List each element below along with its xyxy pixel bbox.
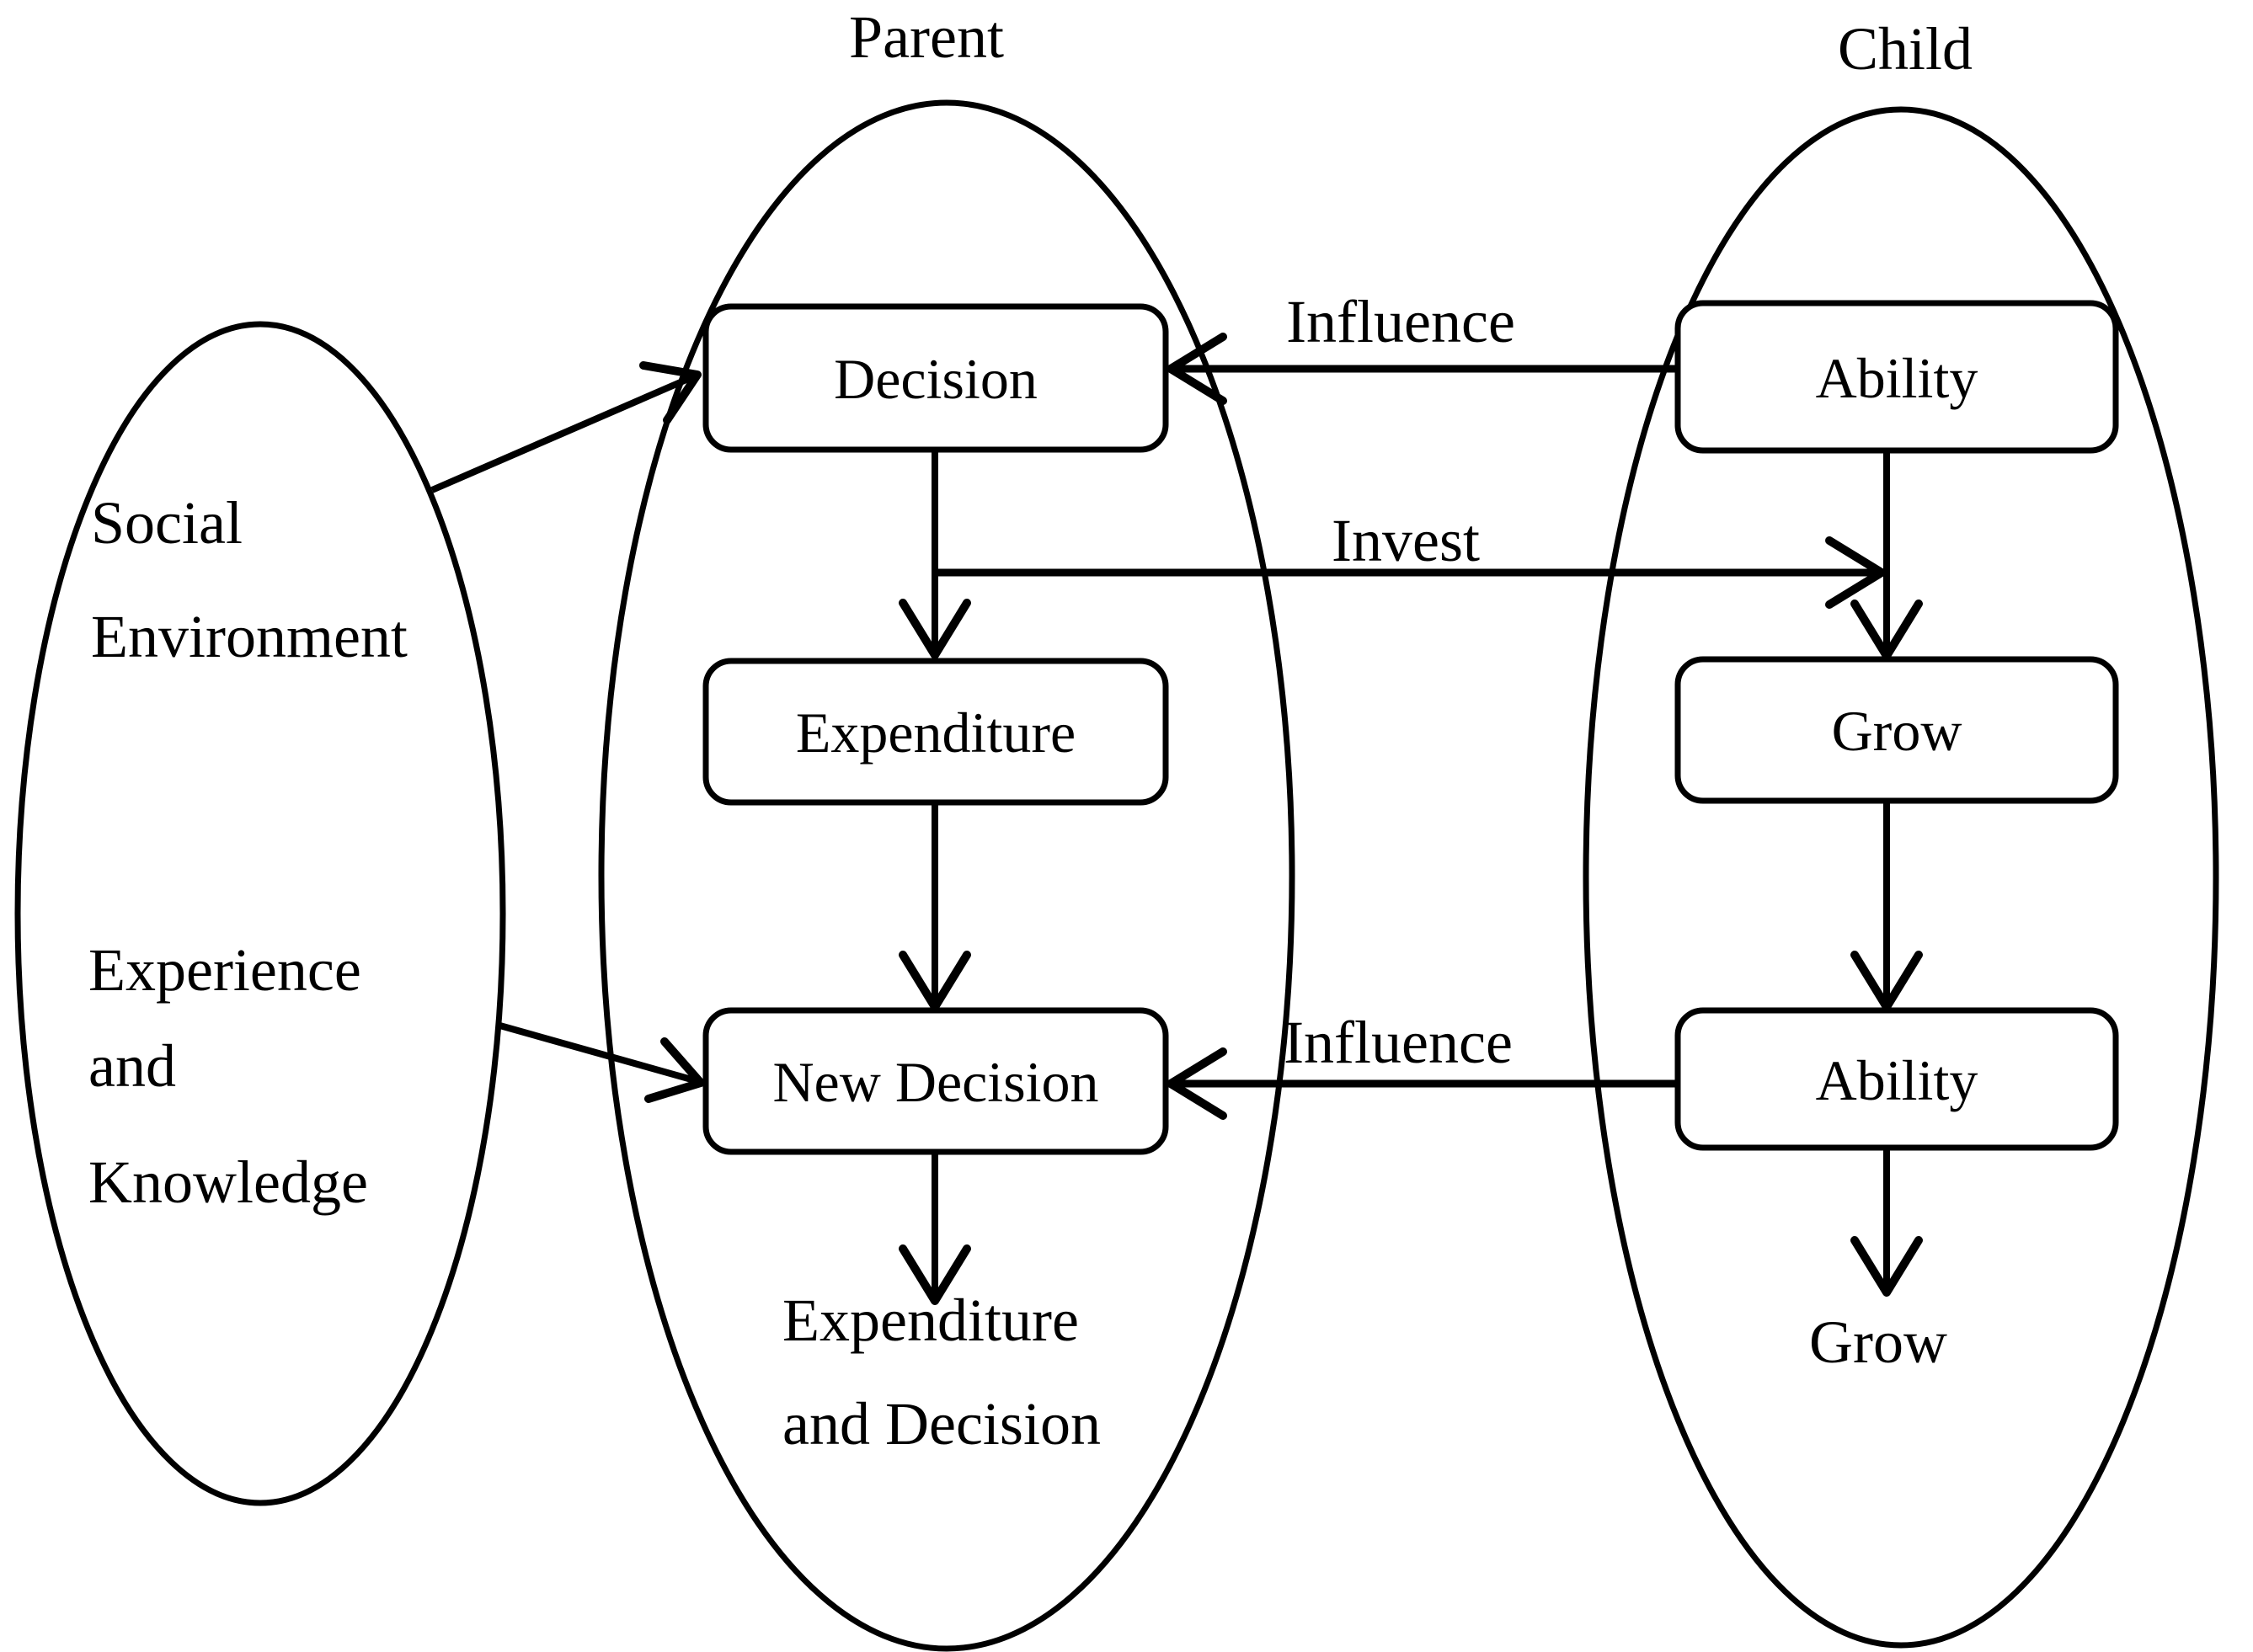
new-decision-to-outcome-arrowhead: [899, 1244, 971, 1305]
decision-box: [702, 303, 1169, 453]
ability-top-label: Ability: [1816, 346, 1978, 410]
grow-box: [1674, 656, 2119, 804]
influence-top-label: Influence: [1286, 288, 1515, 355]
grow-label: Grow: [1832, 699, 1962, 763]
experience-label-line3: Knowledge: [88, 1148, 368, 1216]
grow-text-label: Grow: [1809, 1308, 1947, 1376]
environment-to-decision-arrow: [430, 373, 696, 493]
environment-to-decision-arrowhead: [639, 361, 702, 424]
influence-bottom-label: Influence: [1284, 1009, 1513, 1076]
invest-arrowhead: [1825, 536, 1886, 609]
experience-to-new-decision-arrowhead: [644, 1037, 705, 1103]
experience-label-line1: Experience: [88, 936, 361, 1004]
expenditure-box: [702, 658, 1169, 806]
ability-to-grow-arrowhead: [1850, 600, 1923, 660]
expenditure-to-new-decision-arrowhead: [899, 951, 971, 1011]
ability-bottom-label: Ability: [1816, 1048, 1978, 1112]
new-decision-box: [702, 1007, 1169, 1155]
social-environment-label-line2: Environment: [91, 603, 408, 670]
child-ellipse: [1583, 106, 2219, 1649]
parent-ellipse: [598, 99, 1295, 1652]
expenditure-label: Expenditure: [796, 701, 1076, 765]
grow-to-ability-arrowhead: [1850, 951, 1923, 1011]
social-environment-ellipse: [14, 321, 506, 1506]
experience-to-new-decision-arrow: [495, 1021, 699, 1084]
ability-to-grow-text-arrowhead: [1850, 1236, 1923, 1297]
influence-top-arrowhead: [1167, 333, 1227, 405]
ability-bottom-box: [1674, 1007, 2119, 1151]
child-title: Child: [1838, 15, 1973, 83]
decision-label: Decision: [834, 347, 1038, 411]
influence-bottom-arrowhead: [1167, 1047, 1227, 1120]
outcome-label-line2: and Decision: [782, 1390, 1101, 1457]
invest-label: Invest: [1332, 507, 1480, 574]
experience-label-line2: and: [88, 1032, 176, 1100]
social-environment-label-line1: Social: [91, 489, 243, 557]
new-decision-label: New Decision: [772, 1050, 1098, 1114]
decision-to-expenditure-arrowhead: [899, 599, 971, 659]
parent-title: Parent: [849, 3, 1004, 71]
outcome-label-line1: Expenditure: [782, 1287, 1079, 1354]
ability-top-box: [1674, 300, 2119, 454]
